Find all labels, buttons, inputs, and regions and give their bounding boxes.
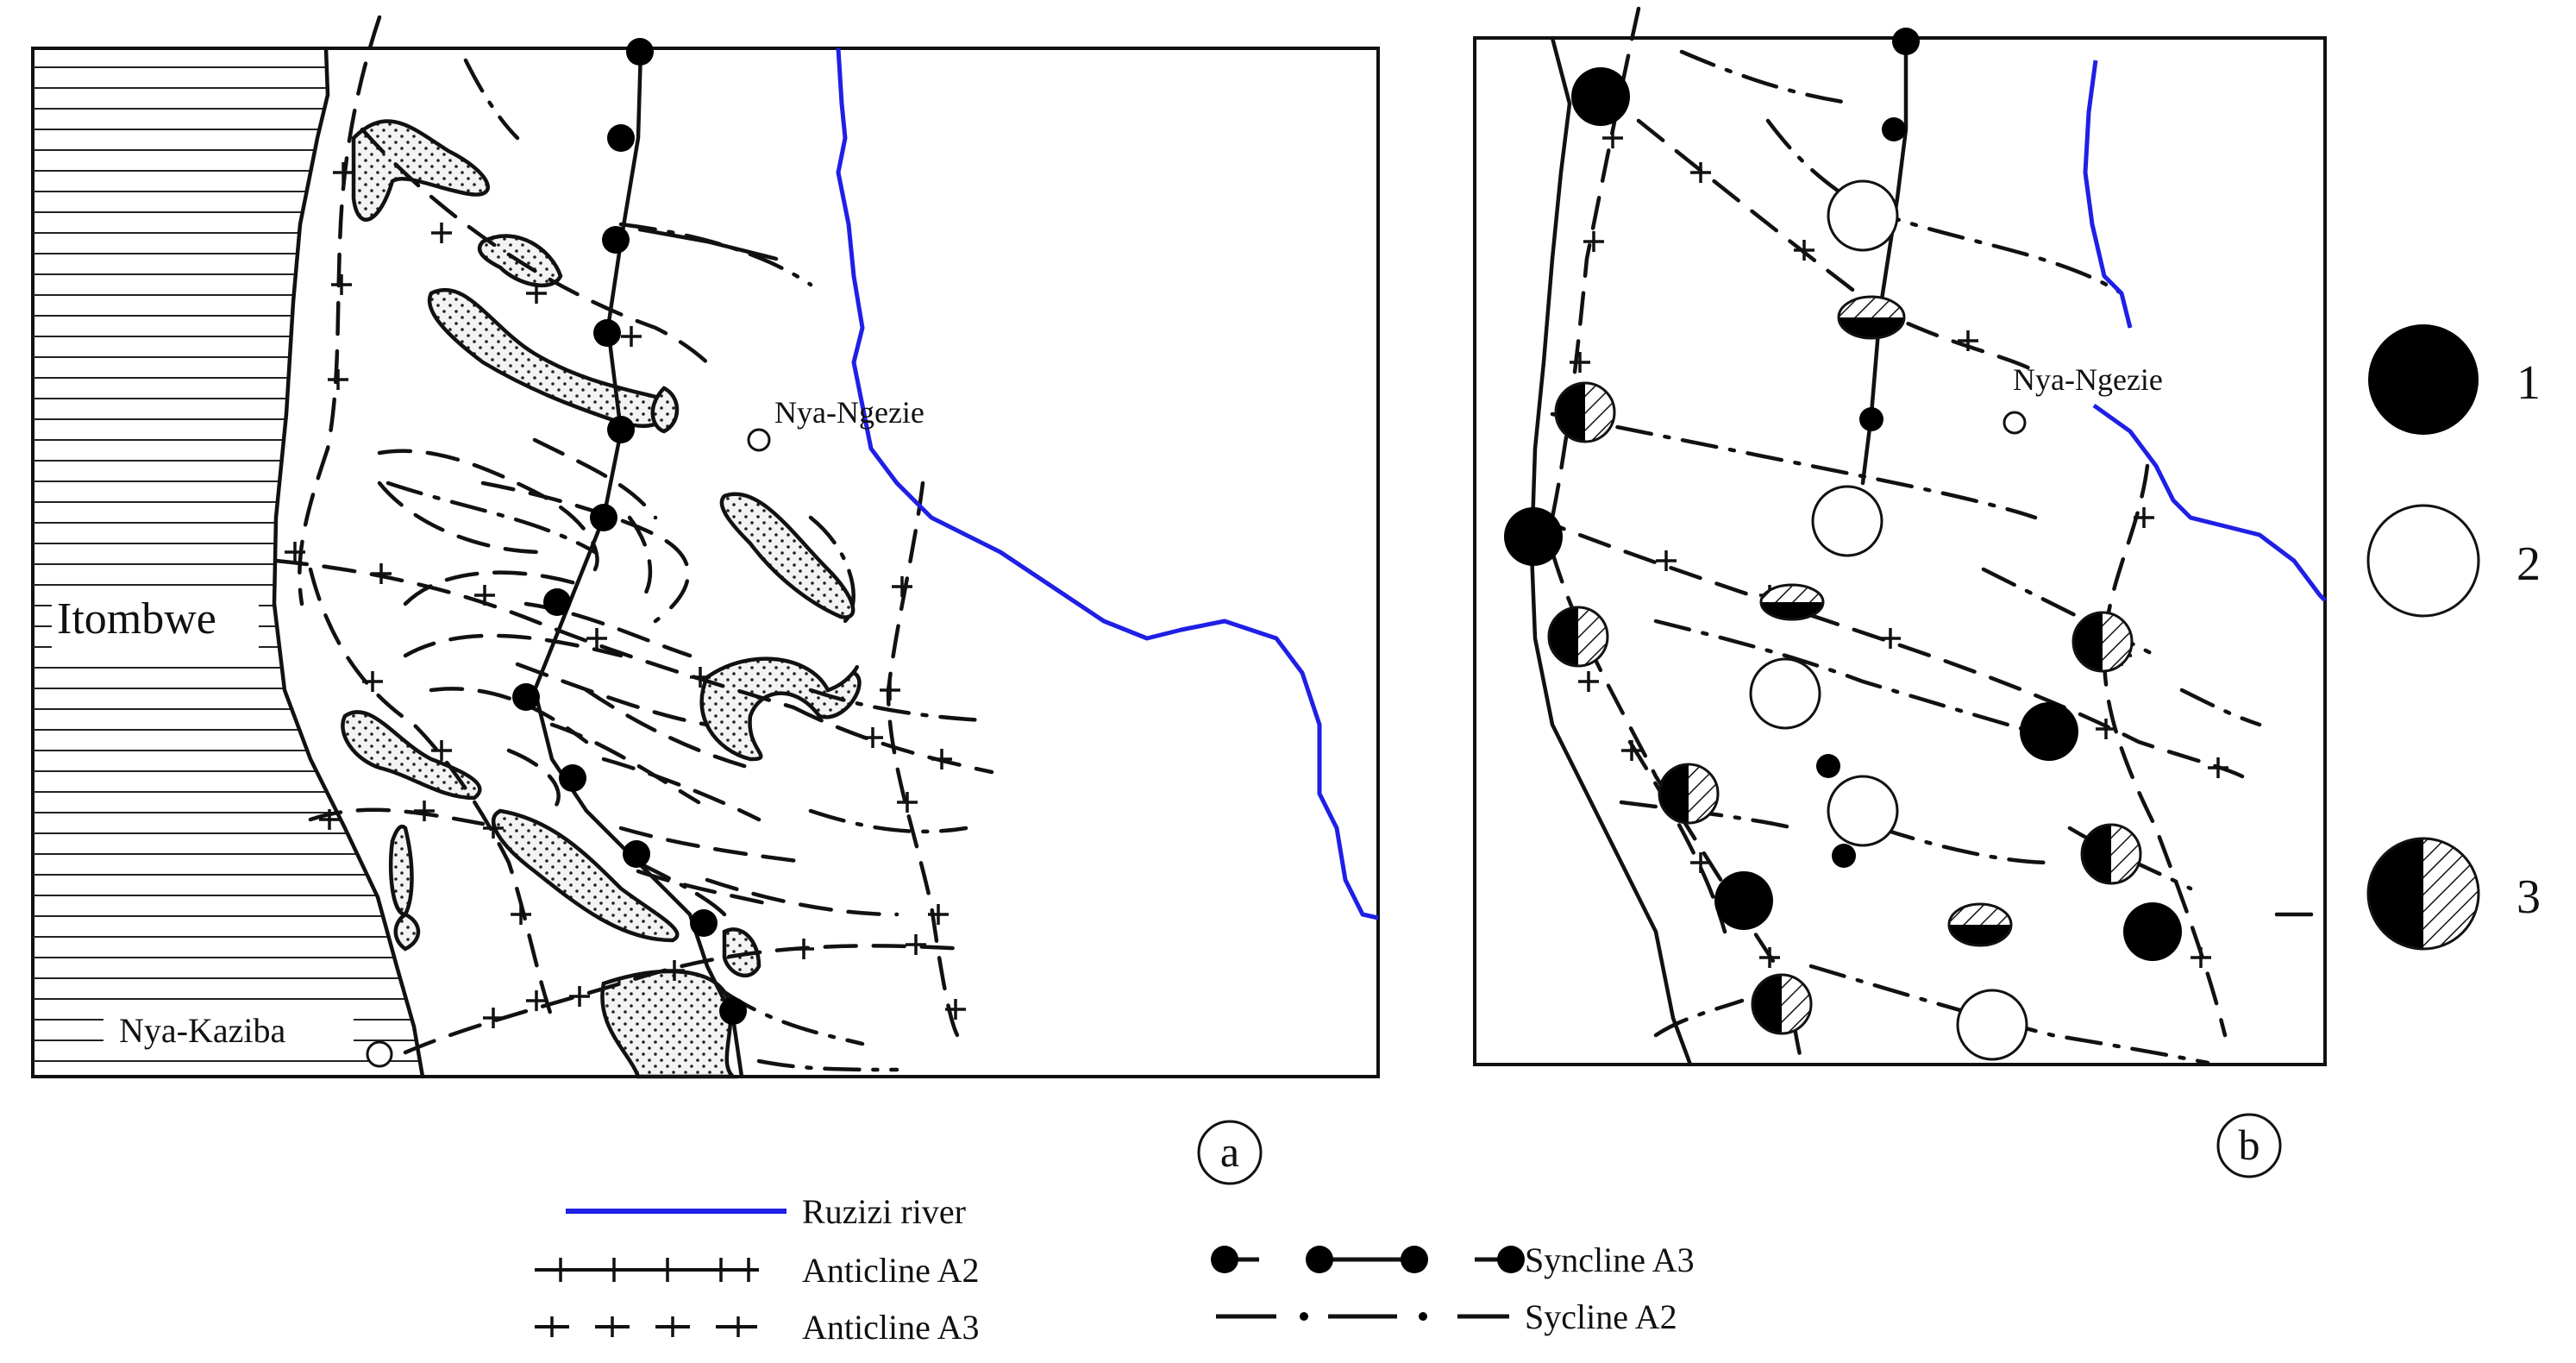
ruzizi-river-a <box>836 47 1379 920</box>
itombwe-label: Itombwe <box>57 594 216 644</box>
side-legend-label-3: 3 <box>2516 870 2541 924</box>
legend-syncline-a3-label: Syncline A3 <box>1525 1241 1695 1279</box>
legend-open-circle <box>2366 504 2480 618</box>
panel-a-map: Itombwe <box>31 15 1380 1185</box>
panel-b-label-circle <box>2216 1113 2282 1178</box>
nya-ngezie-label-a: Nya-Ngezie <box>774 395 924 430</box>
nya-ngezie-town-b <box>2003 411 2027 435</box>
legend-sycline-a2-label: Sycline A2 <box>1525 1297 1677 1336</box>
itombwe-label-bg <box>52 587 259 650</box>
bottom-legend: Ruzizi river Anticline A2 Anticline A3 <box>535 1192 1695 1347</box>
anticline-ticks-b <box>1570 128 2228 968</box>
ruzizi-river-b-upper <box>2083 60 2133 329</box>
legend-sycline-a2-swatch <box>1216 1312 1509 1321</box>
legend-anticline-a2-swatch <box>535 1258 759 1282</box>
legend-half-circle <box>2366 837 2480 951</box>
panel-b-map: Nya-Ngezie b <box>1473 6 2327 1178</box>
legend-filled-circle <box>2368 324 2479 435</box>
side-legend-label-1: 1 <box>2516 356 2541 410</box>
dotted-lenses <box>341 119 862 1079</box>
nya-ngezie-town-a <box>747 428 771 452</box>
panel-a-label-circle <box>1197 1120 1263 1185</box>
fold-contours <box>377 437 899 917</box>
panel-a-label: a <box>1220 1127 1239 1176</box>
legend-anticline-a3-swatch <box>535 1316 757 1337</box>
panel-b-label: b <box>2239 1121 2260 1169</box>
fold-intersection-symbols <box>1504 67 2182 1061</box>
nya-kaziba-label: Nya-Kaziba <box>119 1011 285 1050</box>
syncline-a3-line-a <box>512 38 779 1079</box>
anticline-ticks-a <box>285 162 966 1028</box>
syncline-a3-line-b <box>1816 28 1920 868</box>
syncline-a2-lines-b <box>1550 49 2314 1065</box>
nya-ngezie-label-b: Nya-Ngezie <box>2013 362 2163 397</box>
panel-b-boundary <box>1529 35 1693 1067</box>
legend-river-label: Ruzizi river <box>802 1192 966 1231</box>
legend-anticline-a2-label: Anticline A2 <box>802 1251 980 1290</box>
nya-kaziba-town <box>366 1040 393 1068</box>
legend-syncline-a3-swatch <box>1211 1246 1525 1273</box>
legend-anticline-a3-label: Anticline A3 <box>802 1308 980 1347</box>
side-legend: 1 2 3 <box>2366 324 2541 951</box>
side-legend-label-2: 2 <box>2516 537 2541 591</box>
nya-kaziba-label-bg <box>103 1006 354 1056</box>
ruzizi-river-b-lower <box>2092 403 2327 602</box>
